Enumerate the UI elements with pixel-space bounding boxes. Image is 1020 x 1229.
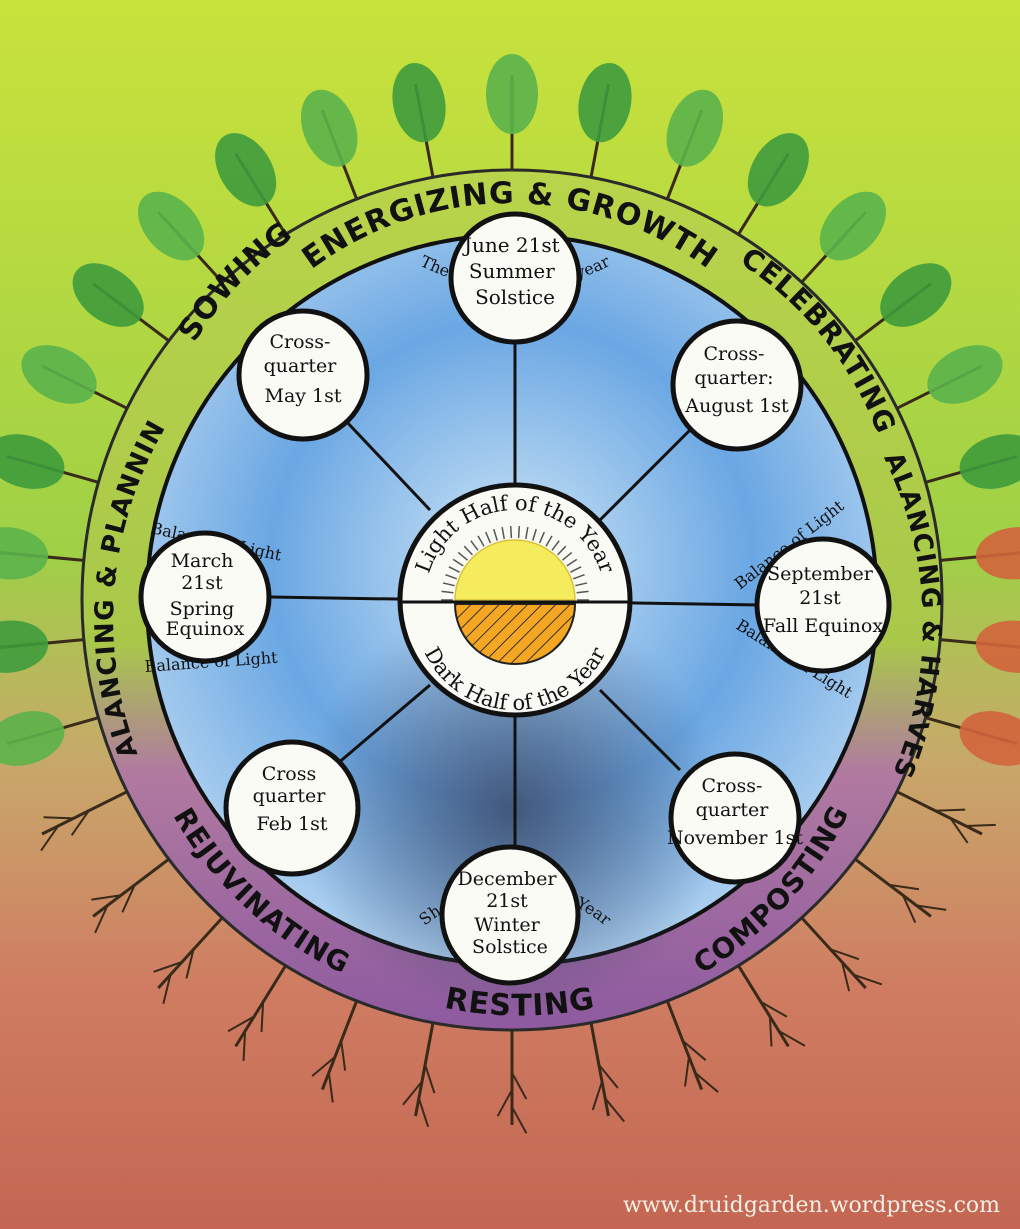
dark-wash (212, 420, 812, 1020)
spokes (329, 340, 692, 855)
sun-ray (557, 545, 567, 556)
sun-ray (501, 526, 505, 540)
sun-ray (566, 558, 578, 567)
leafy-tree (578, 63, 632, 178)
leafy-tree (300, 89, 359, 200)
svg-text:December 21st: December 21st Winter Solstice (458, 868, 563, 958)
bare-tree (227, 964, 287, 1062)
leafy-tree (800, 191, 886, 284)
bare-tree (737, 964, 806, 1048)
svg-text:March 21st Spr: March 21st Spring Equinox (166, 550, 245, 640)
sun-ray (448, 566, 460, 573)
sun-ray (509, 526, 513, 539)
leafy-tree (665, 89, 724, 200)
leafy-tree (940, 620, 1020, 673)
leafy-tree (72, 263, 170, 343)
bare-tree (854, 857, 947, 923)
node-june: June 21st Summer Solstice (448, 211, 582, 345)
leafy-tree (0, 620, 84, 673)
leafy-tree (21, 345, 128, 410)
sun-ray (445, 573, 457, 580)
sun-ray (570, 566, 582, 573)
svg-text:Cross quarter: Cross quarter Feb 1st (253, 763, 332, 835)
leafy-tree (925, 434, 1020, 489)
node-march: March 21st Spring Equinox (138, 530, 272, 664)
sun-ray (470, 540, 479, 551)
spoke-aug (598, 428, 692, 522)
sun-ray (573, 573, 585, 580)
leafy-tree (940, 527, 1020, 580)
bare-tree (402, 1022, 436, 1128)
leafy-tree (0, 711, 99, 766)
date-nodes: June 21st Summer Solstice Cross- quarter… (138, 211, 892, 986)
sun-ray (551, 540, 560, 551)
spoke-nov (598, 688, 682, 772)
sun-lower-half (453, 603, 577, 665)
sun-ray (538, 531, 545, 544)
sun-ray (576, 590, 589, 594)
sun-upper-half (454, 539, 576, 601)
bare-tree (896, 790, 996, 844)
sun-ray (493, 528, 498, 541)
sun-ray (545, 535, 553, 547)
sun-ray (525, 526, 529, 540)
svg-text:Cross- quarter: Cross- quarter November 1st (667, 775, 803, 849)
bare-tree (91, 857, 170, 934)
sun-rays (441, 526, 589, 601)
sun-ray (517, 526, 521, 539)
svg-text:Cross- quarter:: Cross- quarter: August 1st (684, 343, 789, 417)
sun-ray (457, 551, 468, 561)
svg-text:Cross- quarter: Cross- quarter May 1st (264, 331, 343, 407)
sun-ray (562, 551, 573, 561)
spoke-may (343, 418, 432, 512)
svg-text:June 21st Summer: June 21st Summer Solstice (462, 233, 566, 309)
bare-tree (800, 916, 883, 992)
sun-ray (532, 528, 537, 541)
sun-ray (485, 531, 492, 544)
leafy-tree (138, 191, 224, 284)
bare-tree (153, 916, 224, 1005)
sun-ray (575, 582, 588, 587)
leafy-tree (737, 133, 809, 236)
node-september: September 21st Fall Equinox (754, 536, 892, 674)
sun-ray (463, 545, 473, 556)
spoke-feb (329, 683, 431, 772)
sun-ray (441, 590, 454, 594)
sun-ray (452, 558, 464, 567)
leafy-tree (854, 263, 952, 343)
leafy-tree (486, 54, 538, 170)
leafy-tree (0, 434, 99, 489)
bare-tree (311, 1000, 359, 1103)
bare-tree (589, 1022, 625, 1123)
leafy-tree (215, 133, 287, 236)
node-may: Cross- quarter May 1st (236, 308, 370, 442)
leafy-tree (925, 711, 1020, 766)
sun-ray (477, 535, 485, 547)
bare-tree (665, 1000, 719, 1093)
bare-tree (40, 790, 128, 852)
node-december: December 21st Winter Solstice (439, 844, 581, 986)
node-august: Cross- quarter: August 1st (670, 318, 804, 452)
node-november: Cross- quarter November 1st (667, 751, 803, 885)
bare-tree (496, 1030, 528, 1134)
credit-url: www.druidgarden.wordpress.com (623, 1193, 1000, 1218)
leafy-tree (0, 527, 84, 580)
sun-ray (442, 582, 455, 587)
svg-text:September 21st: September 21st Fall Equinox (763, 563, 883, 637)
leafy-tree (392, 63, 446, 178)
center-disk: Light Half of the Year Dark Half of the … (397, 482, 633, 718)
node-february: Cross quarter Feb 1st (223, 739, 361, 877)
leafy-tree (896, 345, 1003, 410)
tree-border (0, 54, 1020, 1134)
